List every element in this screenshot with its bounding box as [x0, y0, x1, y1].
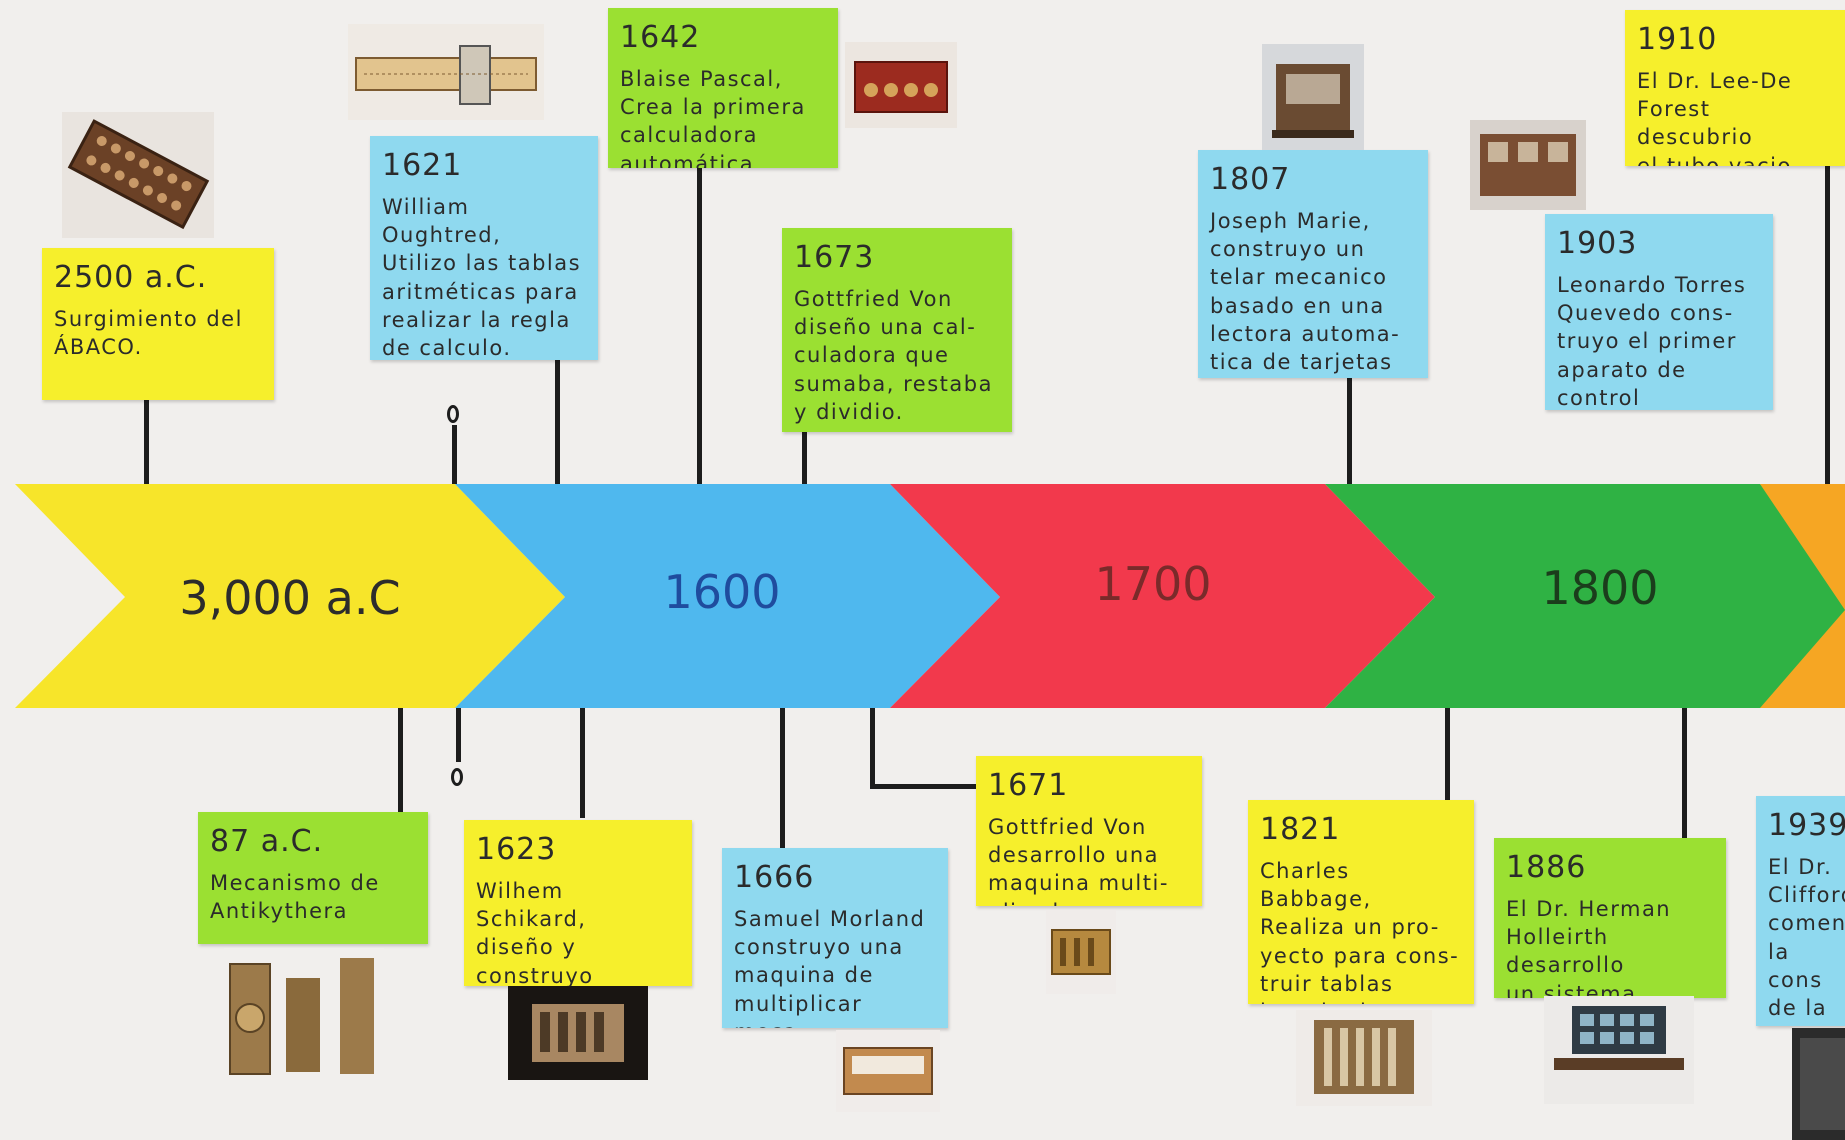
note-year: 1621 — [382, 148, 463, 183]
era-arrow-1600 — [455, 484, 1000, 708]
era-label-3000ac: 3,000 a.C — [179, 571, 400, 625]
note-1939: 1939 El Dr. Clifford comenz la cons de l… — [1756, 796, 1845, 1026]
connector-87ac — [398, 708, 403, 812]
note-1623: 1623 Wilhem Schikard, diseño y construyo… — [464, 820, 692, 986]
abacus-image — [62, 112, 214, 238]
note-text: Mecanismo de Antikythera — [210, 870, 380, 923]
note-text: El Dr. Clifford comenz la cons de la 1 d… — [1768, 854, 1845, 1027]
note-1621: 1621 William Oughtred, Utilizo las tabla… — [370, 136, 598, 360]
note-year: 1623 — [476, 832, 557, 867]
connector-1623 — [580, 708, 585, 818]
note-text: Gottfried Von desarrollo una maquina mul… — [988, 814, 1169, 907]
connector-1642 — [697, 168, 702, 484]
difference-engine-image — [1296, 1010, 1432, 1106]
note-1910: 1910 El Dr. Lee-De Forest descubrio el t… — [1625, 10, 1845, 166]
connector-1621 — [555, 360, 560, 484]
note-year: 1939 — [1768, 808, 1845, 843]
era-arrow-next — [1760, 484, 1845, 708]
note-1673: 1673 Gottfried Von diseño una cal- culad… — [782, 228, 1012, 432]
antikythera-image — [224, 948, 384, 1088]
marker-top-circle — [447, 405, 459, 423]
note-text: Joseph Marie, construyo un telar mecanic… — [1210, 208, 1401, 375]
connector-start-top — [452, 425, 457, 484]
note-87ac: 87 a.C. Mecanismo de Antikythera — [198, 812, 428, 944]
connector-1910 — [1825, 162, 1830, 484]
connector-1886 — [1682, 708, 1687, 838]
note-text: Samuel Morland construyo una maquina de … — [734, 906, 926, 1029]
connector-1673 — [802, 432, 807, 484]
era-arrow-1700 — [890, 484, 1435, 708]
era-arrow-3000ac — [15, 484, 565, 708]
note-1666: 1666 Samuel Morland construyo una maquin… — [722, 848, 948, 1028]
hollerith-machine-image — [1544, 996, 1694, 1104]
leibniz-machine-image — [1046, 910, 1116, 994]
note-text: El Dr. Lee-De Forest descubrio el tubo v… — [1637, 68, 1793, 167]
note-year: 1807 — [1210, 162, 1291, 197]
note-year: 1671 — [988, 768, 1069, 803]
note-text: Leonardo Torres Quevedo cons- truyo el p… — [1557, 272, 1747, 410]
note-year: 1903 — [1557, 226, 1638, 261]
pascaline-image — [845, 42, 957, 128]
era-arrow-1800 — [1325, 484, 1845, 708]
schickard-machine-image — [508, 986, 648, 1080]
era-label-1600: 1600 — [663, 565, 780, 619]
note-year: 1642 — [620, 20, 701, 55]
note-year: 1666 — [734, 860, 815, 895]
mark-i-image — [1792, 1028, 1845, 1140]
connector-1807 — [1347, 378, 1352, 484]
era-label-1800: 1800 — [1541, 561, 1658, 615]
note-1886: 1886 El Dr. Herman Holleirth desarrollo … — [1494, 838, 1726, 998]
note-text: Wilhem Schikard, diseño y construyo la p… — [476, 878, 594, 987]
connector-start-bottom — [456, 708, 461, 762]
note-1642: 1642 Blaise Pascal, Crea la primera calc… — [608, 8, 838, 168]
connector-2500ac — [144, 398, 149, 484]
era-label-1700: 1700 — [1094, 557, 1211, 611]
note-1807: 1807 Joseph Marie, construyo un telar me… — [1198, 150, 1428, 378]
note-text: William Oughtred, Utilizo las tablas ari… — [382, 194, 582, 361]
note-year: 1673 — [794, 240, 875, 275]
note-text: Surgimiento del ÁBACO. — [54, 306, 243, 359]
note-year: 1886 — [1506, 850, 1587, 885]
note-text: El Dr. Herman Holleirth desarrollo un si… — [1506, 896, 1672, 999]
note-text: Charles Babbage, Realiza un pro- yecto p… — [1260, 858, 1460, 1005]
note-text: Blaise Pascal, Crea la primera calculado… — [620, 66, 806, 169]
connector-1666 — [780, 708, 785, 848]
slide-rule-image — [348, 24, 544, 120]
connector-1671-h — [870, 784, 980, 789]
note-year: 1910 — [1637, 22, 1718, 57]
telekino-image — [1470, 120, 1586, 210]
marker-bottom-circle — [451, 768, 463, 786]
loom-image — [1262, 44, 1364, 150]
connector-1671-v — [870, 708, 875, 788]
note-text: Gottfried Von diseño una cal- culadora q… — [794, 286, 993, 424]
note-year: 2500 a.C. — [54, 260, 208, 295]
note-1821: 1821 Charles Babbage, Realiza un pro- ye… — [1248, 800, 1474, 1004]
note-1903: 1903 Leonardo Torres Quevedo cons- truyo… — [1545, 214, 1773, 410]
note-year: 87 a.C. — [210, 824, 324, 859]
connector-1821 — [1445, 708, 1450, 800]
note-year: 1821 — [1260, 812, 1341, 847]
morland-machine-image — [836, 1030, 940, 1112]
note-2500ac: 2500 a.C. Surgimiento del ÁBACO. — [42, 248, 274, 400]
note-1671: 1671 Gottfried Von desarrollo una maquin… — [976, 756, 1202, 906]
